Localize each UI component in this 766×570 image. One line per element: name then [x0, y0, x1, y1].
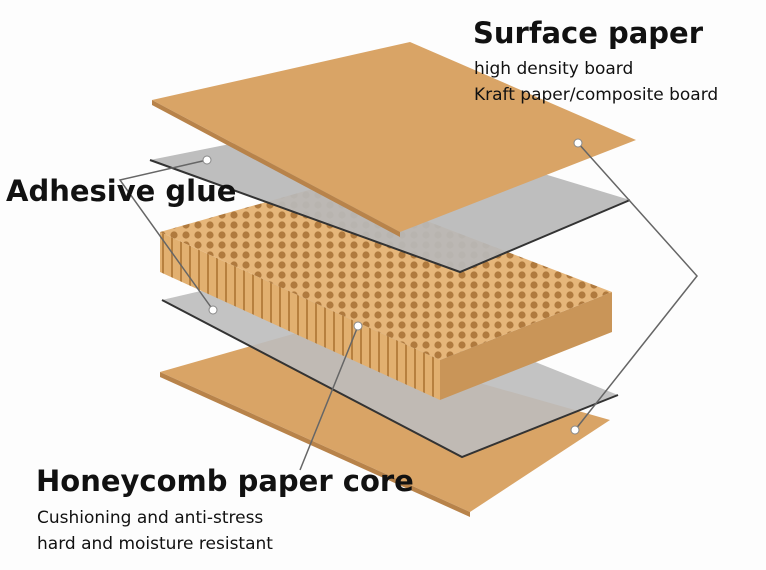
surface-paper-title: Surface paper: [473, 16, 704, 50]
adhesive-glue-title: Adhesive glue: [6, 174, 237, 208]
honeycomb-core-line-2: hard and moisture resistant: [37, 534, 273, 554]
honeycomb-core-line-1: Cushioning and anti-stress: [37, 508, 264, 528]
honeycomb-core-title: Honeycomb paper core: [36, 464, 414, 498]
leader-lines: [118, 142, 698, 471]
leader-dots: [202, 138, 583, 435]
top-surface-paper: [152, 42, 636, 237]
bottom-surface-paper: [160, 332, 610, 517]
honeycomb-core: [160, 184, 612, 400]
surface-paper-line-1: high density board: [474, 59, 634, 79]
surface-paper-line-2: Kraft paper/composite board: [474, 85, 719, 105]
